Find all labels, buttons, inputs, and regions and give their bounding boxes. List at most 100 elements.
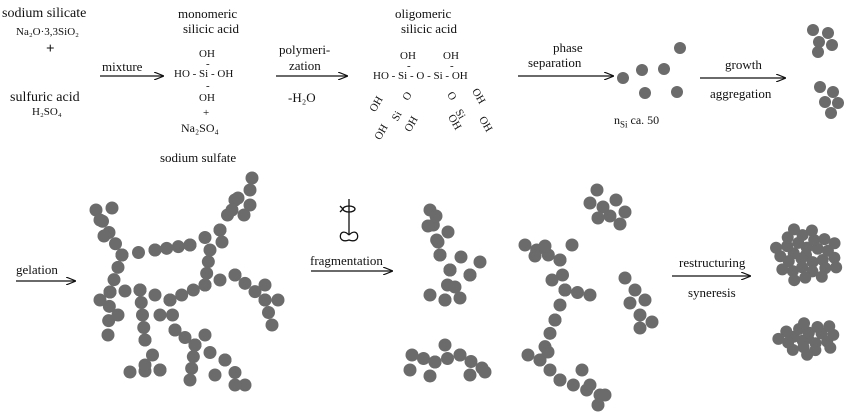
step-growth: growth xyxy=(725,57,762,72)
particle-note-sub: Si xyxy=(620,119,628,130)
primary-particle xyxy=(636,64,648,76)
dense-cluster-particle xyxy=(786,265,799,278)
fragment-particle xyxy=(543,363,557,377)
gel-network-particle xyxy=(198,328,212,342)
gel-network-particle xyxy=(93,293,107,307)
fragment-particle xyxy=(464,355,478,368)
gel-network-particle xyxy=(136,308,149,322)
gel-network-particle xyxy=(133,283,147,297)
gel-network-particle xyxy=(213,223,227,237)
gel-network-particle xyxy=(231,191,245,205)
fragment-particle xyxy=(583,378,597,392)
small-aggregate xyxy=(822,27,834,39)
gel-network-particle xyxy=(213,273,227,287)
gel-network-particle xyxy=(215,235,229,249)
gel-network-particle xyxy=(115,248,129,262)
gel-network-particle xyxy=(248,285,262,299)
step-water-loss: -H₂O xyxy=(288,90,316,105)
fragment-particle xyxy=(423,288,437,302)
fragment-particle xyxy=(543,326,557,340)
gel-network-particle xyxy=(258,278,272,292)
fragment-particle xyxy=(438,338,452,352)
gel-network-particle xyxy=(238,378,252,392)
plus-sign: + xyxy=(46,41,55,57)
gel-network-particle xyxy=(238,276,252,290)
gel-network-particle xyxy=(186,350,200,364)
monomer-bond-bottom: - xyxy=(206,80,210,92)
stirrer-icon xyxy=(339,199,359,242)
gel-network-particle xyxy=(148,288,162,302)
step-syneresis: syneresis xyxy=(688,285,736,300)
fragment-particle xyxy=(438,293,452,307)
dense-cluster-particle xyxy=(818,233,831,246)
gel-network-particle xyxy=(178,331,192,344)
fragment-particle xyxy=(590,183,604,197)
gel-network-particle xyxy=(218,353,232,367)
fragment-particle xyxy=(429,209,443,223)
small-aggregate xyxy=(812,46,824,58)
dense-cluster-particle xyxy=(828,237,841,250)
gel-network-particle xyxy=(153,308,167,322)
step-phase-1: phase xyxy=(553,40,583,55)
gel-network-particle xyxy=(89,203,103,217)
primary-particle xyxy=(639,87,651,99)
step-restructuring: restructuring xyxy=(679,255,746,270)
gel-network-particle xyxy=(118,284,132,298)
gel-network-particle xyxy=(243,198,257,212)
gel-network-particle xyxy=(168,323,182,337)
fragment-particle xyxy=(548,313,562,327)
fragment-particle xyxy=(571,286,584,299)
gel-network-particle xyxy=(134,296,148,309)
fragment-particle xyxy=(453,348,467,362)
small-aggregate xyxy=(825,107,837,119)
dense-cluster-particle xyxy=(787,223,800,236)
particle-layer xyxy=(89,24,844,412)
gel-network-particle xyxy=(185,361,199,375)
fragment-particle xyxy=(405,348,419,362)
dense-cluster-particle xyxy=(788,274,801,287)
dense-cluster-particle xyxy=(805,224,818,237)
monomer-plus: + xyxy=(203,107,210,119)
small-aggregate xyxy=(827,86,839,98)
gel-network-particle xyxy=(271,293,285,307)
fragment-particle xyxy=(431,235,445,249)
gel-network-particle xyxy=(138,358,152,372)
fragment-particle xyxy=(623,296,637,310)
small-aggregate xyxy=(807,24,819,36)
gel-network-particle xyxy=(146,348,159,362)
gel-network-particle xyxy=(225,203,239,217)
fragment-particle xyxy=(566,378,580,392)
fragment-particle xyxy=(441,225,455,239)
gel-network-particle xyxy=(102,314,116,328)
gel-network-particle xyxy=(166,308,179,322)
gel-network-particle xyxy=(101,328,115,342)
fragment-particle xyxy=(553,253,567,267)
gel-network-particle xyxy=(201,255,215,269)
gel-network-particle xyxy=(186,283,200,297)
particle-size-note: nSi ca. 50 xyxy=(614,114,659,131)
gel-network-particle xyxy=(138,333,152,347)
gel-network-particle xyxy=(111,308,125,322)
sulfuric-acid-label: sulfuric acid xyxy=(10,90,80,105)
dense-cluster-particle xyxy=(780,325,793,338)
oligomer-bond-tl: - xyxy=(407,60,411,72)
fragment-particle xyxy=(603,209,617,223)
monomer-bond-top: - xyxy=(206,58,210,70)
dense-cluster-particle xyxy=(811,320,824,333)
step-polymerization-2: zation xyxy=(289,58,321,73)
gel-network-particle xyxy=(137,321,151,334)
monomer-title-1: monomeric xyxy=(178,6,238,21)
fragment-particle xyxy=(417,352,430,365)
step-gelation: gelation xyxy=(16,262,58,277)
fragment-particle xyxy=(421,219,435,233)
gel-network-particle xyxy=(183,373,197,387)
gel-network-particle xyxy=(245,171,259,185)
fragment-particle xyxy=(618,271,632,285)
oligomer-oh-top-left: OH xyxy=(400,50,416,62)
gel-network-particle xyxy=(228,268,242,282)
fragment-particle xyxy=(553,373,567,387)
dense-cluster-particle xyxy=(828,251,841,264)
gel-network-particle xyxy=(123,365,137,379)
